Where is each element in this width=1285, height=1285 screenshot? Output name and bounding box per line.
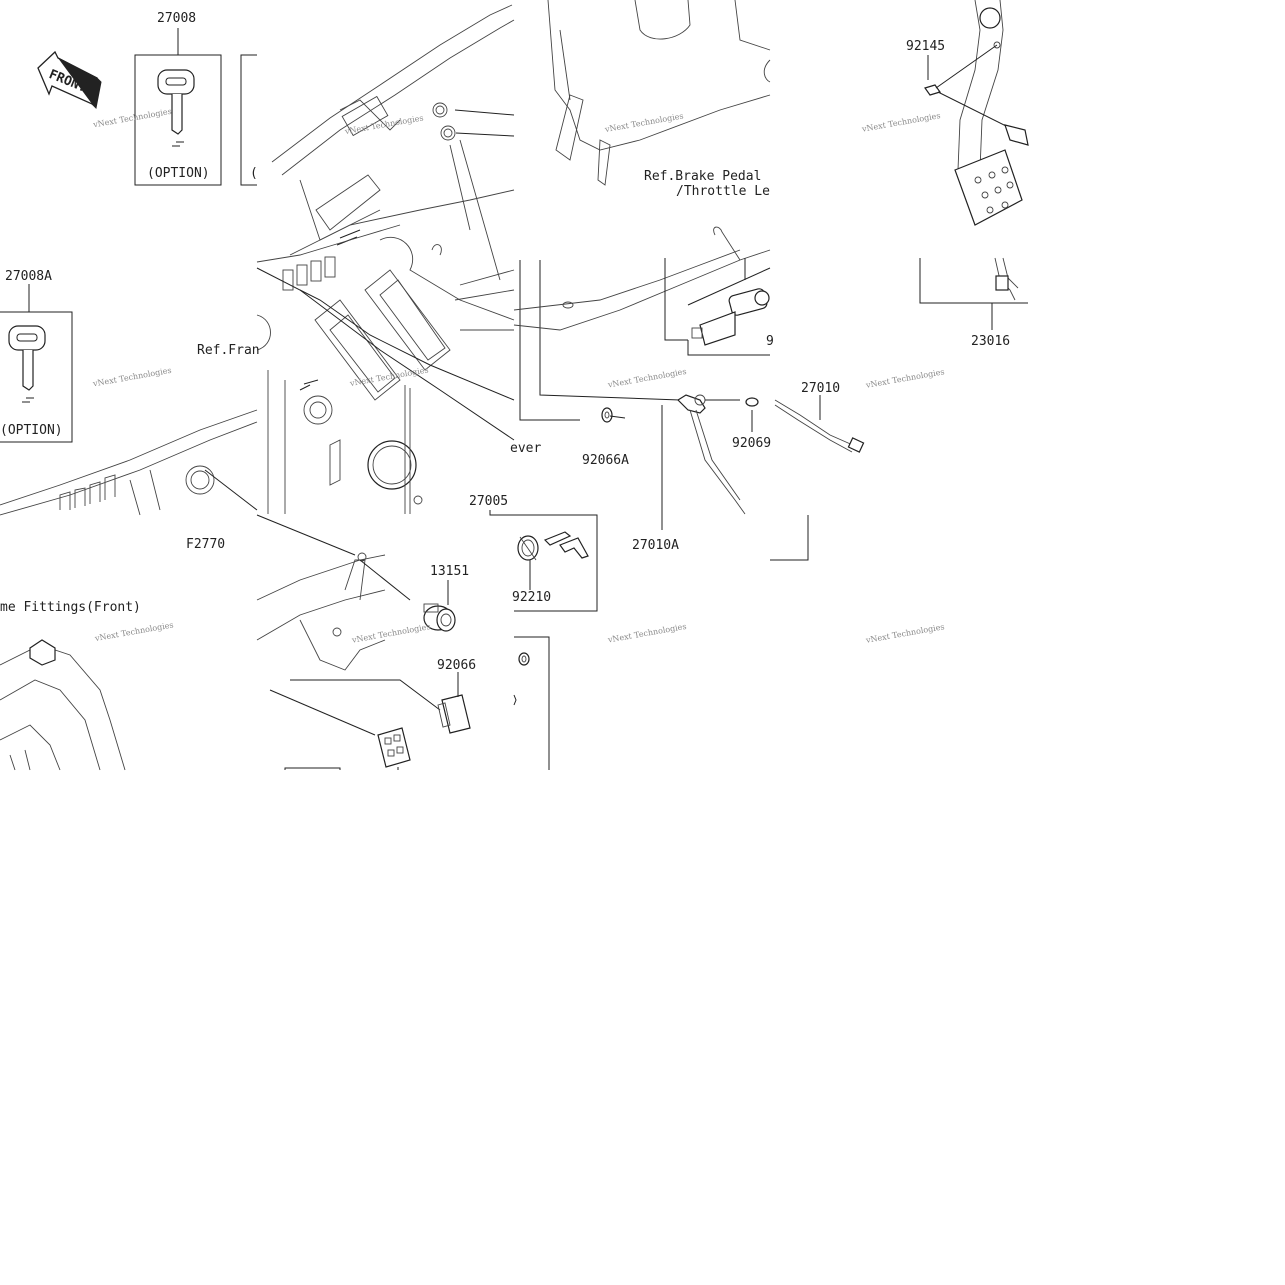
switch-rocker[interactable]: [377, 727, 411, 770]
part-label-23016[interactable]: 23016: [971, 334, 1010, 349]
svg-text:vNext Technologies: vNext Technologies: [606, 367, 687, 390]
frame-fittings-note: me Fittings(Front): [0, 600, 141, 615]
svg-text:vNext Technologies: vNext Technologies: [350, 622, 431, 645]
key-27008[interactable]: (OPTION): [134, 28, 222, 186]
option-note-fragment: (: [250, 166, 258, 181]
part-label-27005[interactable]: 27005: [469, 494, 508, 509]
part-label-92066[interactable]: 92066: [437, 658, 476, 673]
svg-text:vNext Technologies: vNext Technologies: [860, 111, 941, 134]
socket-13151[interactable]: [423, 580, 456, 632]
grommet-box: [513, 636, 550, 770]
option-note-2: (OPTION): [0, 423, 63, 438]
svg-text:vNext Technologies: vNext Technologies: [864, 367, 945, 390]
part-label-92066a[interactable]: 92066A: [582, 453, 629, 468]
part-label-fragment-9: 9: [766, 334, 774, 349]
part-label-13151[interactable]: 13151: [430, 564, 469, 579]
figure-code-f2770: F2770: [186, 537, 225, 552]
part-label-27010a[interactable]: 27010A: [632, 538, 679, 553]
dashboard-panel-lower-left: [0, 409, 258, 516]
lower-panel-switches: [256, 514, 441, 770]
ignition-set-27005[interactable]: [489, 510, 598, 612]
svg-text:vNext Technologies: vNext Technologies: [92, 107, 173, 130]
svg-text:vNext Technologies: vNext Technologies: [864, 622, 945, 645]
part-label-92210[interactable]: 92210: [512, 590, 551, 605]
ref-brake-note-2: /Throttle Le: [676, 184, 770, 199]
svg-text:vNext Technologies: vNext Technologies: [606, 622, 687, 645]
ref-frame-note: Ref.Fran: [197, 343, 260, 358]
ref-brake-note: Ref.Brake Pedal: [644, 169, 761, 184]
svg-text:vNext Technologies: vNext Technologies: [343, 113, 424, 136]
dashboard-panel-upper: [271, 4, 515, 321]
svg-text:vNext Technologies: vNext Technologies: [603, 111, 684, 134]
option-note: (OPTION): [147, 166, 210, 181]
upper-cover: [547, 0, 771, 186]
brake-pedal[interactable]: [919, 0, 1029, 330]
part-label-92069[interactable]: 92069: [732, 436, 771, 451]
part-label-27008[interactable]: 27008: [157, 11, 196, 26]
part-label-27008a[interactable]: 27008A: [5, 269, 52, 284]
front-arrow-icon: FRONT: [37, 50, 102, 110]
key-27008a[interactable]: (OPTION): [0, 284, 73, 443]
part-label-92145[interactable]: 92145: [906, 39, 945, 54]
lever-note-fragment: ever: [510, 441, 541, 456]
switch-92066[interactable]: [437, 672, 471, 734]
svg-text:vNext Technologies: vNext Technologies: [91, 366, 172, 389]
svg-text:vNext Technologies: vNext Technologies: [93, 620, 174, 643]
brake-switch-assembly[interactable]: [513, 226, 771, 530]
dashboard-panel-center: [256, 224, 515, 514]
part-label-27010[interactable]: 27010: [801, 381, 840, 396]
watermarks: vNext Technologies vNext Technologies vN…: [91, 107, 945, 645]
frame-fittings-front: [0, 639, 126, 771]
harness-27010[interactable]: [770, 395, 865, 561]
